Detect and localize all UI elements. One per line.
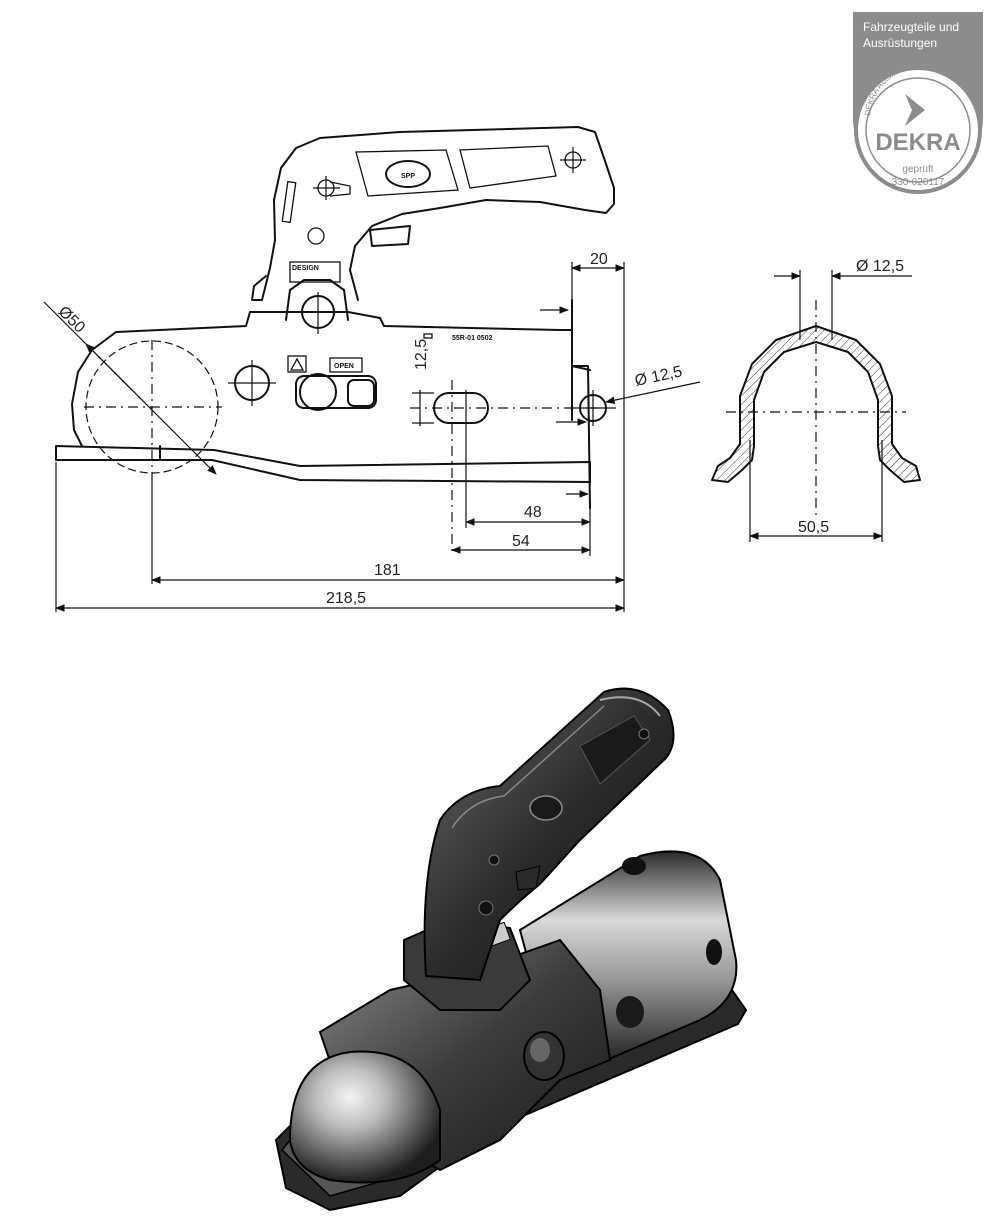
code-marking: 55R-01 0502 — [452, 335, 493, 342]
release-tab — [369, 225, 411, 247]
dim-end-offset: 20 — [590, 251, 608, 268]
handle-grip-slot — [459, 145, 557, 189]
design-marking: DESIGN — [292, 265, 319, 272]
section-view: Ø 12,5 50,5 — [711, 258, 921, 542]
badge-line1: Fahrzeugteile und — [863, 20, 959, 34]
design-marking-box — [289, 261, 341, 283]
dim-hole-diameter: Ø 12,5 — [633, 363, 684, 390]
dim-section-hole: Ø 12,5 — [856, 258, 904, 275]
render-ball — [288, 1050, 441, 1184]
badge-brand: DEKRA — [875, 129, 960, 156]
badge-approved: geprüft — [902, 164, 933, 175]
render-handle-grip — [579, 715, 651, 785]
render-tube-hole-2 — [706, 939, 722, 965]
lock-knob — [299, 373, 337, 411]
isometric-render — [274, 687, 748, 1212]
lower-line — [55, 445, 591, 483]
render-release-tab — [515, 865, 541, 891]
dim-section-width: 50,5 — [798, 519, 829, 536]
dim-ball-diameter: Ø50 — [55, 303, 88, 336]
dim-slot-outer: 54 — [512, 533, 530, 550]
logo-text: SPP — [401, 173, 415, 180]
side-view: SPP DESIGN Ø50 — [43, 126, 701, 612]
dekra-arrow-icon — [905, 94, 925, 126]
handle-front — [251, 275, 267, 301]
small-hole — [307, 227, 325, 245]
lock-housing — [295, 375, 377, 409]
render-tube-hole-3 — [616, 996, 644, 1028]
spp-logo-icon — [385, 160, 431, 188]
dim-ball-to-end: 181 — [374, 562, 401, 579]
ball-cup — [71, 349, 93, 447]
logo-label-frame — [355, 149, 459, 197]
pin-slot — [329, 181, 351, 197]
badge-number: 330-020117 — [892, 177, 945, 188]
render-tube-hole-1 — [622, 857, 646, 875]
section-hatched-profile — [711, 325, 921, 483]
indicator-warning-icon — [287, 355, 307, 373]
open-label-box — [329, 357, 363, 373]
dim-slot-to-hole: 48 — [524, 504, 542, 521]
open-marking: OPEN — [334, 363, 354, 370]
dim-overall-length: 218,5 — [326, 590, 366, 607]
dim-slot-height: 12,5 — [413, 339, 430, 370]
handle-rib — [281, 180, 297, 224]
body-outline — [91, 311, 573, 421]
tube-end — [571, 299, 591, 509]
lock-button — [347, 379, 375, 407]
badge-line2: Ausrüstungen — [863, 36, 937, 50]
dekra-badge: Fahrzeugteile und Ausrüstungen DEKRA Aut… — [853, 12, 983, 194]
handle-outline — [261, 126, 615, 301]
render-handle-pin — [478, 900, 494, 916]
pivot-boss — [285, 279, 349, 321]
render-handle-logo-icon — [529, 795, 563, 821]
